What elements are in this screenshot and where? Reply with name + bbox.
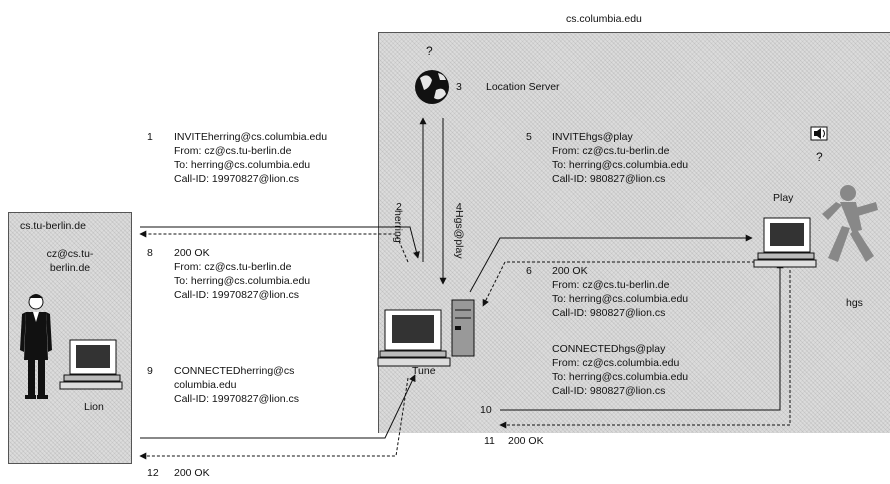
step-5-number: 5 — [526, 131, 532, 143]
arrow-9-connected — [140, 374, 416, 439]
play-label: Play — [773, 192, 794, 204]
message-8-ok: 200 OK From: cz@cs.tu-berlin.de To: herr… — [174, 247, 311, 301]
message-12-ok: 200 OK — [174, 467, 210, 479]
step-2-number: 2 — [396, 201, 402, 213]
tu-berlin-domain-label: cs.tu-berlin.de — [20, 220, 86, 232]
arrow-10-connected — [500, 261, 784, 411]
globe-icon — [415, 70, 449, 104]
location-server-unknown-mark: ? — [426, 44, 433, 58]
step-11-number: 11 — [484, 435, 495, 447]
message-11-ok: 200 OK — [508, 435, 544, 447]
message-5-invite: INVITEhgs@play From: cz@cs.tu-berlin.de … — [552, 131, 689, 185]
hgs-label: hgs — [846, 297, 863, 309]
hgs-play-reply-label: Hgs@play — [453, 210, 465, 259]
step-4-number: 4 — [456, 201, 462, 213]
step-6-number: 6 — [526, 265, 532, 277]
message-9-connected: CONNECTEDherring@cs columbia.edu Call-ID… — [174, 365, 300, 405]
message-connected-hgs: CONNECTEDhgs@play From: cz@cs.columbia.e… — [552, 343, 689, 397]
speaker-unknown-mark: ? — [816, 150, 823, 164]
message-6-ok: 200 OK From: cz@cs.tu-berlin.de To: herr… — [552, 265, 689, 319]
columbia-domain-label: cs.columbia.edu — [566, 13, 642, 25]
step-12-number: 12 — [147, 467, 159, 479]
step-10-number: 10 — [480, 404, 492, 416]
cz-person-icon — [20, 294, 52, 399]
arrow-6-ok — [482, 261, 770, 307]
step-9-number: 9 — [147, 365, 153, 377]
left-user-address: cz@cs.tu- berlin.de — [46, 248, 94, 274]
step-1-number: 1 — [147, 131, 153, 143]
step-3-number: 3 — [456, 81, 462, 93]
arrow-1-tail — [388, 226, 420, 259]
lion-computer-icon — [59, 339, 123, 390]
herring-query-label: herring — [392, 210, 404, 243]
tune-computer-icon — [377, 309, 451, 367]
hgs-person-icon — [822, 185, 878, 262]
arrow-5-invite — [469, 234, 753, 293]
arrow-11-ok — [499, 270, 791, 429]
lion-label: Lion — [84, 401, 104, 413]
play-computer-icon — [753, 217, 817, 268]
arrow-12-ok — [139, 377, 409, 460]
tune-label: Tune — [412, 365, 436, 377]
location-server-label: Location Server — [486, 81, 560, 93]
message-1-invite: INVITEherring@cs.columbia.edu From: cz@c… — [174, 131, 328, 185]
step-8-number: 8 — [147, 247, 153, 259]
speaker-icon — [810, 126, 828, 141]
arrow-8-ok — [139, 230, 409, 263]
tune-server-tower-icon — [451, 299, 475, 357]
